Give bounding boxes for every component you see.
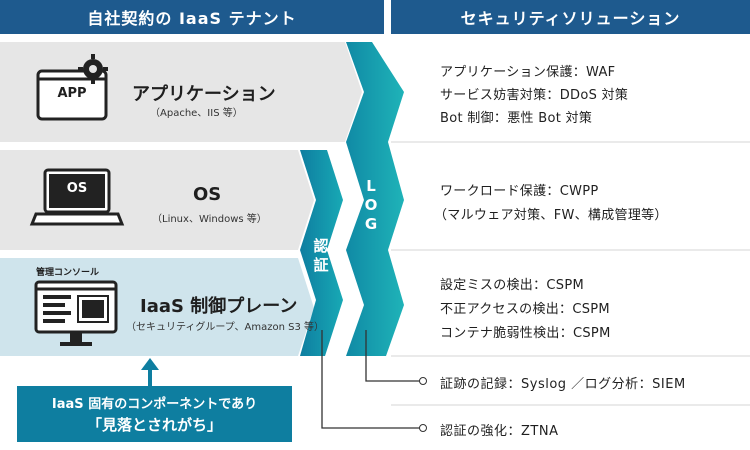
log-band (346, 42, 404, 356)
solution-cspm-access: 不正アクセスの検出：CSPM (440, 302, 610, 317)
auth-connector (321, 330, 421, 429)
auth-note: 認証の強化：ZTNA (440, 424, 559, 439)
solution-waf: アプリケーション保護：WAF (440, 65, 616, 80)
log-char-3: G (364, 215, 378, 233)
row-app-subtitle: （Apache、IIS 等） (150, 108, 243, 119)
auth-band (300, 150, 343, 356)
solution-header: セキュリティソリューション (391, 0, 750, 34)
row-os-title: OS (193, 184, 222, 205)
log-char-2: O (364, 196, 378, 214)
solution-cwpp: ワークロード保護：CWPP (440, 184, 599, 199)
log-note-marker (419, 377, 427, 385)
callout-line-2: 「見落とされがち」 (86, 416, 222, 434)
row-app-title: アプリケーション (132, 84, 276, 105)
callout-box: IaaS 固有のコンポーネントであり 「見落とされがち」 (17, 386, 292, 442)
auth-char-1: 認 (313, 237, 329, 255)
log-note: 証跡の記録：Syslog ／ログ分析：SIEM (440, 377, 686, 392)
row-os-subtitle: （Linux、Windows 等） (152, 214, 267, 225)
solution-bot: Bot 制御：悪性 Bot 対策 (440, 111, 593, 126)
callout-line-1: IaaS 固有のコンポーネントであり (51, 397, 258, 412)
log-connector (365, 330, 421, 382)
log-band-label: L O G (360, 177, 382, 234)
app-icon-text: APP (57, 86, 87, 101)
row-control-title: IaaS 制御プレーン (140, 296, 298, 317)
row-control-subtitle: （セキュリティグループ、Amazon S3 等） (126, 322, 324, 333)
tenant-header: 自社契約の IaaS テナント (0, 0, 384, 34)
monitor-console-icon (34, 280, 118, 346)
app-window-gear-icon (36, 54, 108, 121)
console-caption: 管理コンソール (36, 268, 100, 278)
auth-band-label: 認 証 (310, 237, 332, 275)
solution-cwpp-detail: （マルウェア対策、FW、構成管理等） (434, 208, 668, 223)
solution-cspm-misconfig: 設定ミスの検出：CSPM (440, 278, 584, 293)
callout-arrow-head (141, 358, 159, 370)
log-char-1: L (366, 177, 376, 195)
auth-note-marker (419, 424, 427, 432)
solution-cspm-container: コンテナ脆弱性検出：CSPM (440, 326, 611, 341)
os-icon-text: OS (66, 181, 88, 196)
auth-char-2: 証 (313, 256, 329, 274)
laptop-icon (29, 168, 125, 226)
solution-ddos: サービス妨害対策：DDoS 対策 (440, 88, 629, 103)
